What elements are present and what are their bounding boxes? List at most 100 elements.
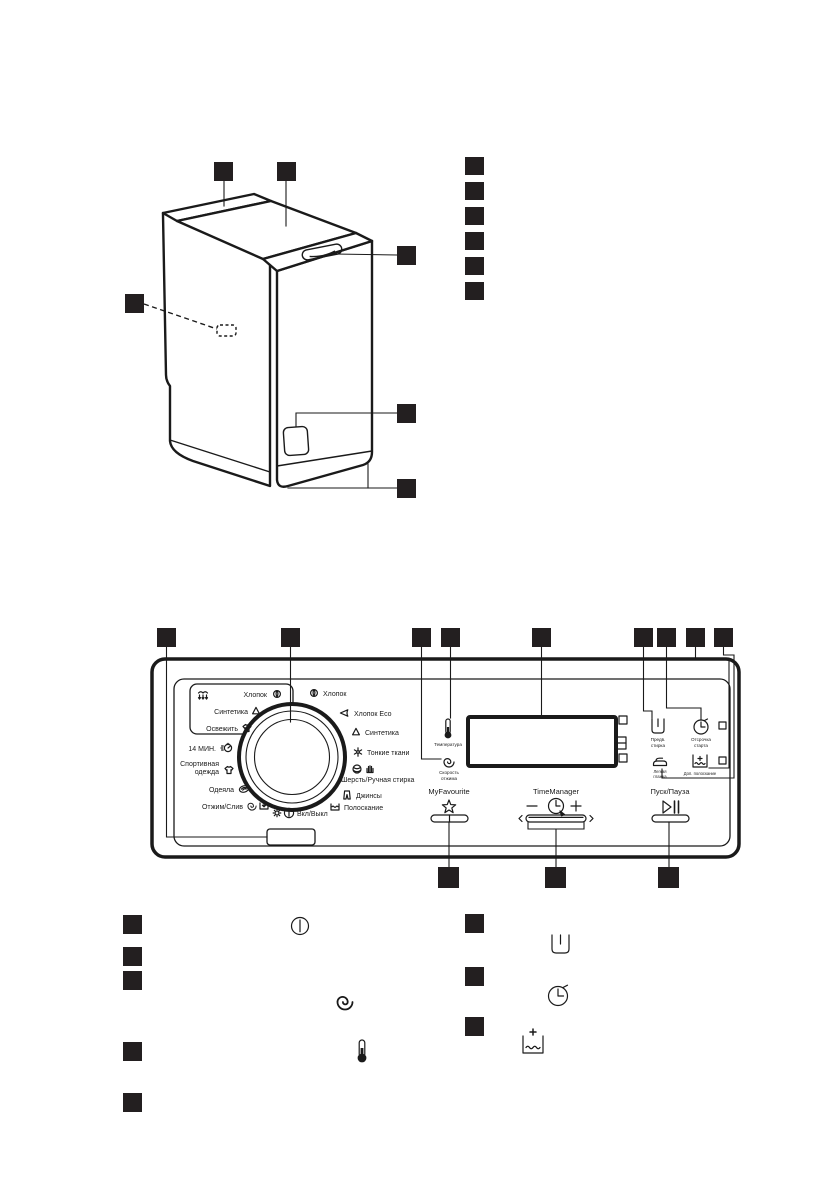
thermometer-icon (357, 1039, 367, 1063)
spin-speed-button: Скорость отжима (439, 758, 460, 781)
index-marker (465, 232, 484, 250)
power-label: Вкл/Выкл (297, 811, 328, 818)
extra-rinse-basin-icon (692, 754, 708, 768)
callout-marker (125, 294, 144, 313)
dial-programs-right: Хлопок Хлопок Eco Синтетика Тонкие ткани… (309, 688, 415, 812)
temperature-button: Температура (434, 718, 462, 747)
callout-marker (634, 628, 653, 647)
chevron-right-icon (589, 814, 594, 823)
indicator-led (718, 721, 727, 730)
callout-marker (438, 867, 459, 888)
filter-door (282, 425, 310, 457)
blanket-icon (238, 785, 250, 793)
legend (123, 914, 570, 1112)
prewash-label-1: Предв. (651, 737, 666, 742)
cotton-icon (272, 689, 282, 699)
door-indicator-icons (614, 715, 628, 763)
callout-marker (545, 867, 566, 888)
callout-marker (532, 628, 551, 647)
steam-refresh-icon (197, 691, 209, 700)
index-marker (465, 257, 484, 275)
start-pause-group: Пуск/Пауза (650, 787, 690, 823)
index-marker-column (465, 157, 484, 300)
legend-marker (123, 947, 142, 966)
machine-left-panel (161, 211, 272, 488)
callout-marker (277, 162, 296, 181)
start-pause-label: Пуск/Пауза (650, 787, 690, 796)
callout-marker (441, 628, 460, 647)
easy-iron-label-2: глажка (653, 774, 667, 779)
delay-label-1: Отсрочка (691, 737, 711, 742)
callout-line (295, 412, 398, 427)
cotton-icon (309, 688, 319, 698)
legend-marker (123, 1093, 142, 1112)
program-label-cotton-r: Хлопок (323, 691, 347, 698)
spin-label-1: Скорость (439, 770, 459, 775)
callout-line (694, 646, 730, 769)
machine-lid-front-slope (261, 231, 374, 273)
power-icon (283, 807, 295, 819)
prewash-tub-icon (551, 934, 570, 954)
control-panel-diagram: Хлопок Синтетика Освежить 14 МИН. Спорти… (150, 628, 741, 888)
program-label-delicates: Тонкие ткани (367, 750, 409, 757)
prewash-tub-icon (651, 718, 665, 734)
favourite-label: MyFavourite (428, 787, 469, 796)
index-marker (465, 207, 484, 225)
spin-spiral-icon (443, 758, 455, 768)
jeans-icon (343, 790, 351, 800)
callout-marker (714, 628, 733, 647)
temperature-label: Температура (434, 742, 462, 747)
thermometer-icon (444, 718, 452, 739)
light-icon (272, 808, 282, 818)
index-marker (465, 282, 484, 300)
callout-line (527, 821, 585, 868)
plus-icon (570, 800, 582, 812)
legend-marker (465, 967, 484, 986)
program-label-blankets: Одеяла (209, 787, 234, 794)
triangle-synthetics-icon (252, 706, 260, 715)
extra-rinse-label: Доп. полоскание (684, 771, 717, 776)
rinse-tub-icon (330, 803, 340, 811)
start-pause-button (651, 814, 690, 823)
program-label-refresh: Освежить (206, 726, 238, 733)
callout-marker (214, 162, 233, 181)
program-label-rinse: Полоскание (344, 805, 383, 812)
sport-shirt-icon (224, 765, 234, 775)
machine-diagram (125, 157, 484, 498)
machine-base-seam-front (276, 450, 373, 467)
easy-iron-indicator: Легкая глажка (652, 757, 667, 779)
extra-rinse-indicator: Доп. полоскание (684, 754, 717, 776)
time-manager-group: TimeManager (518, 787, 594, 823)
extra-rinse-basin-icon (522, 1028, 544, 1054)
program-label-sport-2: одежда (195, 769, 219, 776)
legend-marker (123, 915, 142, 934)
panel-inner-outline (173, 678, 731, 847)
easy-iron-label-1: Легкая (653, 769, 666, 774)
delay-start-clock-icon (547, 984, 569, 1007)
hose-holder (216, 324, 237, 337)
index-marker (465, 157, 484, 175)
callout-marker (412, 628, 431, 647)
callout-marker (397, 404, 416, 423)
triangle-synthetics-icon (352, 727, 360, 736)
machine-front-panel (275, 239, 374, 488)
program-label-cotton-eco: Хлопок Eco (354, 711, 392, 718)
callout-marker (281, 628, 300, 647)
legend-marker (123, 1042, 142, 1061)
legend-marker (465, 1017, 484, 1036)
callout-marker (657, 628, 676, 647)
display (466, 715, 618, 768)
delay-label-2: старта (694, 743, 708, 748)
callout-marker (397, 479, 416, 498)
machine-base-seam-left (169, 439, 271, 473)
delay-start-button: Отсрочка старта (691, 718, 711, 748)
program-dial (237, 702, 347, 812)
callout-marker (157, 628, 176, 647)
callout-line (334, 253, 398, 256)
program-label-synthetics: Синтетика (214, 709, 248, 716)
indicator-led (718, 756, 727, 765)
callout-line (661, 646, 735, 779)
dial-programs-left: Хлопок Синтетика Освежить 14 МИН. Спорти… (180, 689, 282, 811)
